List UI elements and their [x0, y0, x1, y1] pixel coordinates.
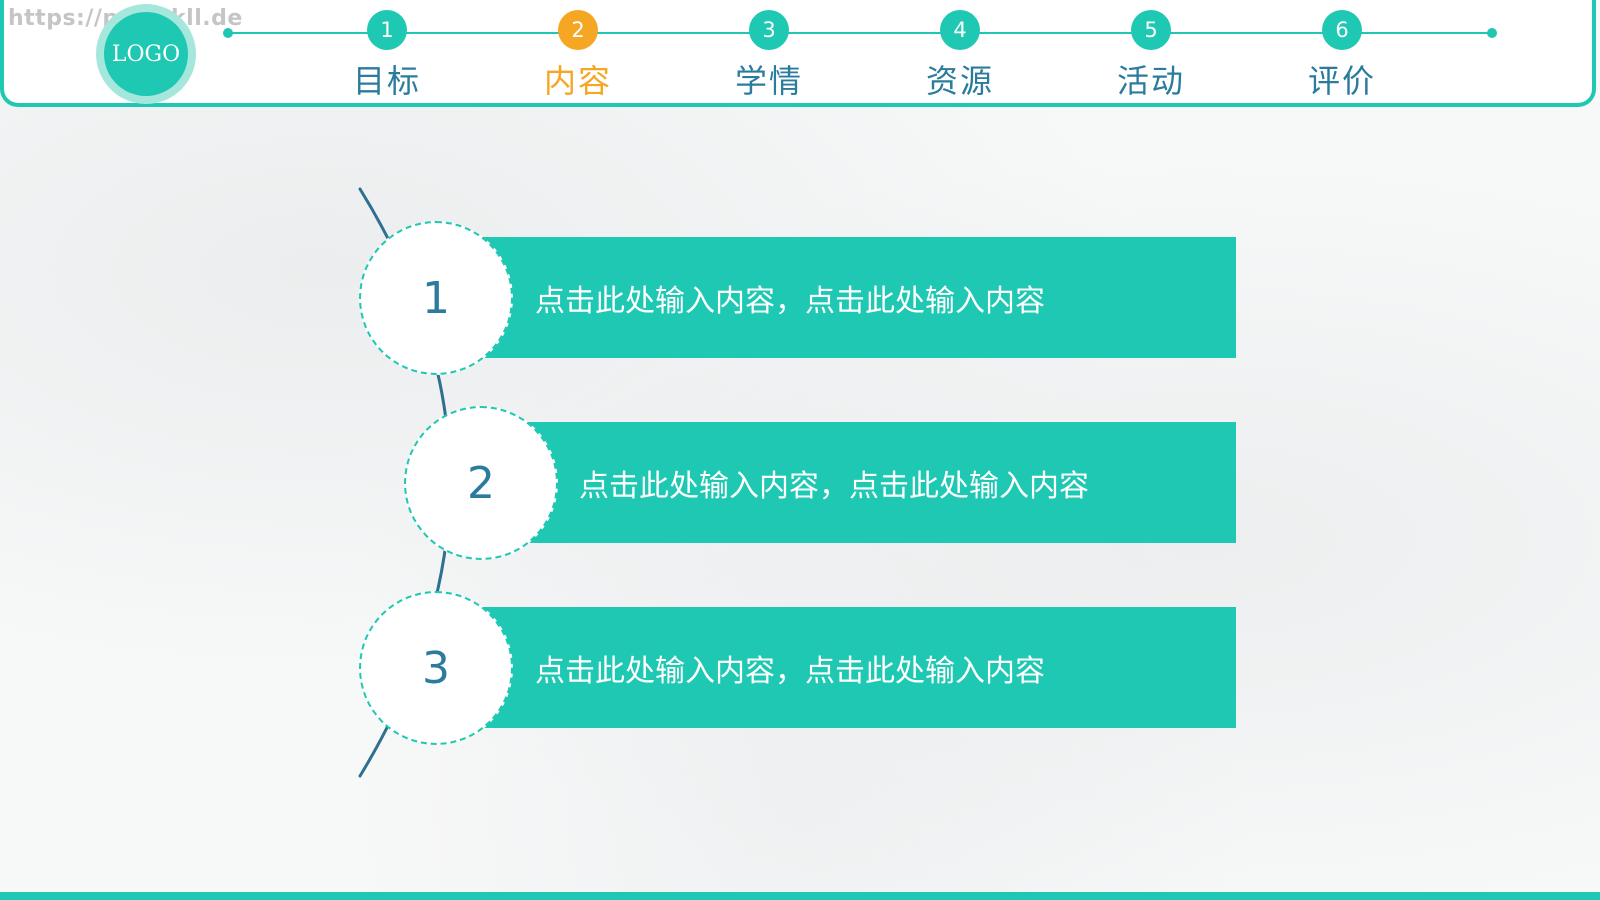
- footer-accent-bar: [0, 892, 1600, 900]
- content-text: 点击此处输入内容，点击此处输入内容: [535, 653, 1045, 689]
- logo-text: LOGO: [111, 41, 181, 67]
- item-number-badge-1: 1: [359, 221, 513, 375]
- logo[interactable]: LOGO: [104, 12, 188, 96]
- content-text: 点击此处输入内容，点击此处输入内容: [579, 468, 1089, 504]
- item-number-badge-3: 3: [359, 591, 513, 745]
- step-label: 学情: [734, 62, 803, 100]
- nav-step-3[interactable]: 3 学情: [709, 10, 829, 100]
- step-number-badge: 1: [367, 10, 407, 50]
- item-number: 3: [422, 642, 450, 694]
- step-number-badge: 4: [940, 10, 980, 50]
- nav-step-4[interactable]: 4 资源: [900, 10, 1020, 100]
- step-number-badge: 2: [558, 10, 598, 50]
- step-label: 评价: [1307, 62, 1376, 100]
- nav-step-2[interactable]: 2 内容: [518, 10, 638, 100]
- nav-step-1[interactable]: 1 目标: [327, 10, 447, 100]
- nav-end-dot: [1487, 28, 1497, 38]
- nav-start-dot: [223, 28, 233, 38]
- step-label: 目标: [352, 62, 421, 100]
- content-text: 点击此处输入内容，点击此处输入内容: [535, 283, 1045, 319]
- step-label: 资源: [925, 62, 994, 100]
- nav-step-5[interactable]: 5 活动: [1091, 10, 1211, 100]
- item-number-badge-2: 2: [404, 406, 558, 560]
- nav-progress-line: [228, 32, 1492, 34]
- content-bar-3[interactable]: 点击此处输入内容，点击此处输入内容: [437, 607, 1236, 728]
- step-number-badge: 5: [1131, 10, 1171, 50]
- item-number: 1: [422, 272, 450, 324]
- nav-step-6[interactable]: 6 评价: [1282, 10, 1402, 100]
- item-number: 2: [467, 457, 495, 509]
- step-number-badge: 6: [1322, 10, 1362, 50]
- content-bar-2[interactable]: 点击此处输入内容，点击此处输入内容: [482, 422, 1236, 543]
- content-bar-1[interactable]: 点击此处输入内容，点击此处输入内容: [437, 237, 1236, 358]
- step-label: 内容: [543, 62, 612, 100]
- step-number-badge: 3: [749, 10, 789, 50]
- step-label: 活动: [1116, 62, 1185, 100]
